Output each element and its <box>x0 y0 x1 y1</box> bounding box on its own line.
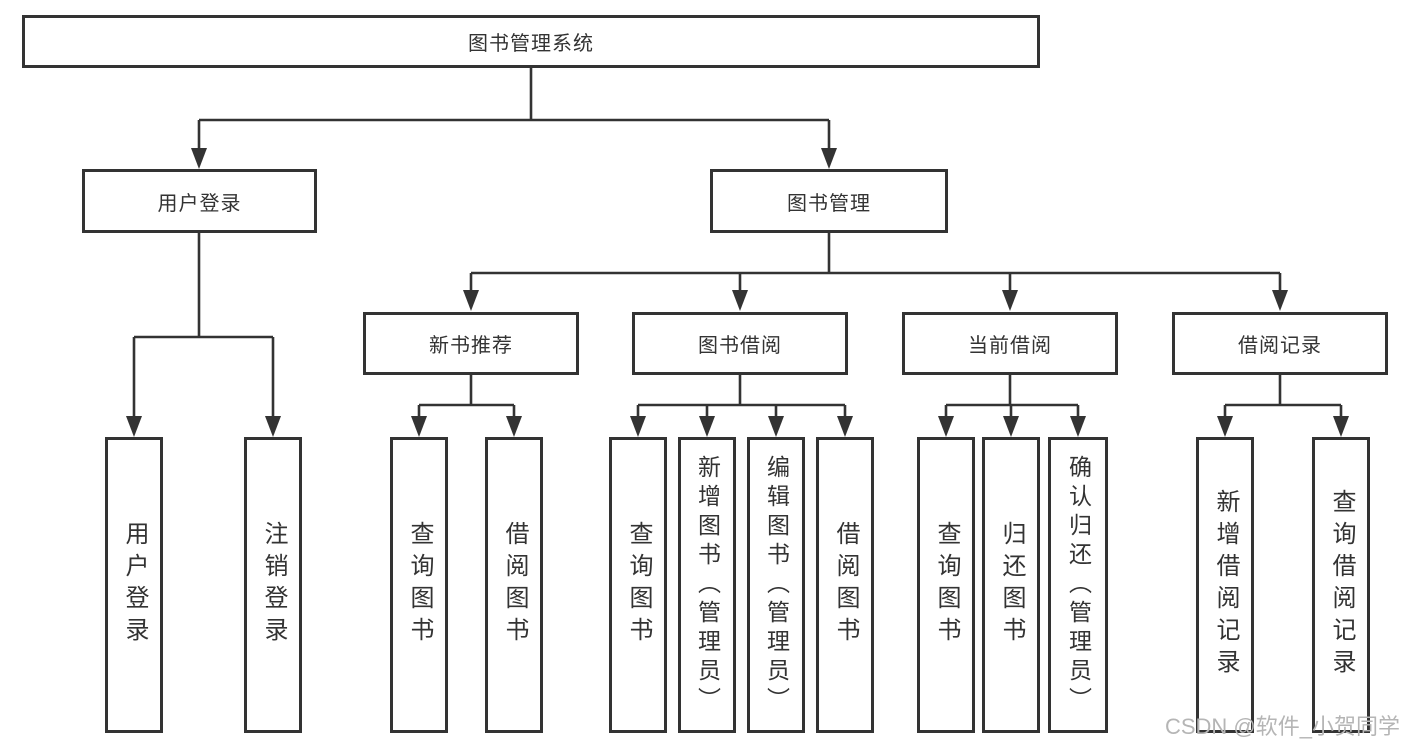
leaf-records-add-record: 新增借阅记录 <box>1196 437 1254 733</box>
node-current-borrowing: 当前借阅 <box>902 312 1118 375</box>
leaf-borrow-borrow-books: 借阅图书 <box>816 437 874 733</box>
csdn-watermark: CSDN @软件_小贺同学 <box>1164 714 1400 739</box>
node-book-management: 图书管理 <box>710 169 948 233</box>
node-user-login: 用户登录 <box>82 169 317 233</box>
leaf-current-return-books: 归还图书 <box>982 437 1040 733</box>
leaf-current-query-books: 查询图书 <box>917 437 975 733</box>
node-new-book-recommendation: 新书推荐 <box>363 312 579 375</box>
leaf-borrow-query-books: 查询图书 <box>609 437 667 733</box>
node-library-management-system: 图书管理系统 <box>22 15 1040 68</box>
leaf-borrow-add-books-admin: 新增图书（管理员） <box>678 437 736 733</box>
leaf-user-login: 用户登录 <box>105 437 163 733</box>
node-borrowing-records: 借阅记录 <box>1172 312 1388 375</box>
leaf-current-confirm-return-admin: 确认归还（管理员） <box>1048 437 1108 733</box>
leaf-records-query-record: 查询借阅记录 <box>1312 437 1370 733</box>
leaf-newbook-query-books: 查询图书 <box>390 437 448 733</box>
leaf-logout: 注销登录 <box>244 437 302 733</box>
node-book-borrowing: 图书借阅 <box>632 312 848 375</box>
leaf-borrow-edit-books-admin: 编辑图书（管理员） <box>747 437 805 733</box>
leaf-newbook-borrow-books: 借阅图书 <box>485 437 543 733</box>
